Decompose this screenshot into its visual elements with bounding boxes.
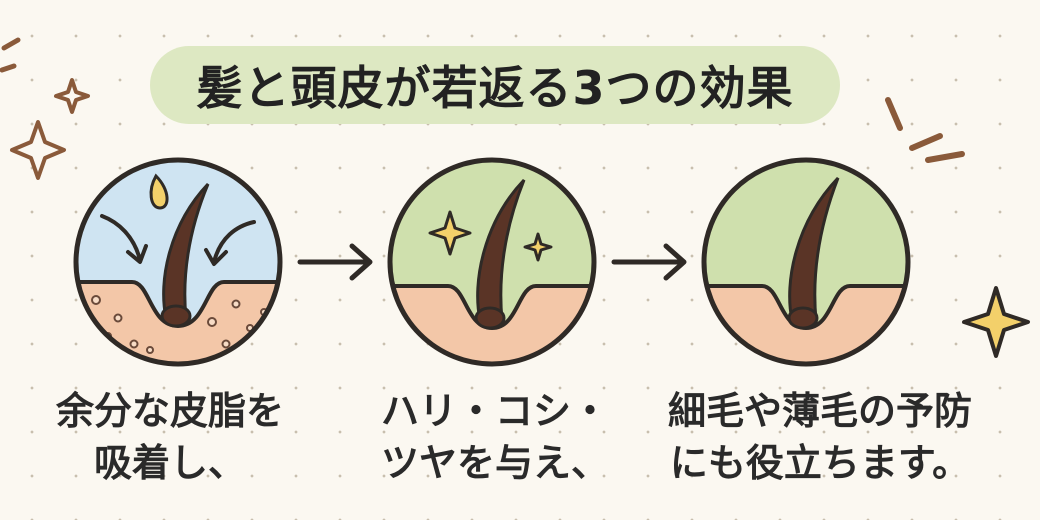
arrow-right-icon — [297, 243, 373, 281]
step-2-caption: ハリ・コシ・ ツヤを与え、 — [345, 385, 645, 489]
title-banner: 髪と頭皮が若返る3つの効果 — [150, 46, 840, 124]
step-2-caption-line-2: ツヤを与え、 — [380, 441, 609, 485]
step-1-illustration — [73, 157, 283, 367]
accent-strokes-right — [885, 97, 965, 163]
hair-root — [474, 306, 506, 330]
arrow-left-curve — [100, 214, 142, 262]
hair-strand — [162, 182, 210, 320]
circle-frame — [73, 157, 283, 367]
step-3-illustration — [701, 157, 911, 367]
sparkle-icon-right — [962, 286, 1030, 358]
hair-root — [787, 306, 819, 330]
step-1-caption-line-1: 余分な皮脂を — [55, 389, 284, 433]
arrow-right-curve — [212, 220, 256, 264]
page-title: 髪と頭皮が若返る3つの効果 — [196, 61, 794, 115]
sparkle-icon-left-small — [54, 78, 90, 114]
sparkle-icon-small — [523, 232, 553, 262]
accent-strokes-left — [0, 37, 21, 73]
oil-drop-icon — [149, 173, 169, 210]
step-2-caption-line-1: ハリ・コシ・ — [380, 389, 609, 433]
step-3-caption: 細毛や薄毛の予防 にも役立ちます。 — [660, 385, 980, 489]
step-3-caption-line-2: にも役立ちます。 — [669, 441, 971, 485]
hair-strand — [476, 178, 526, 322]
hair-root — [160, 304, 192, 328]
circle-frame — [387, 157, 597, 367]
step-3-caption-line-1: 細毛や薄毛の予防 — [667, 389, 972, 433]
step-1-caption: 余分な皮脂を 吸着し、 — [30, 385, 310, 489]
sparkle-icon-left-large — [10, 120, 66, 180]
hair-strand — [788, 176, 840, 322]
step-1-caption-line-2: 吸着し、 — [93, 441, 246, 485]
arrow-right-icon-2 — [611, 243, 687, 281]
step-2-illustration — [387, 157, 597, 367]
circle-frame — [701, 157, 911, 367]
sparkle-icon — [428, 210, 472, 256]
